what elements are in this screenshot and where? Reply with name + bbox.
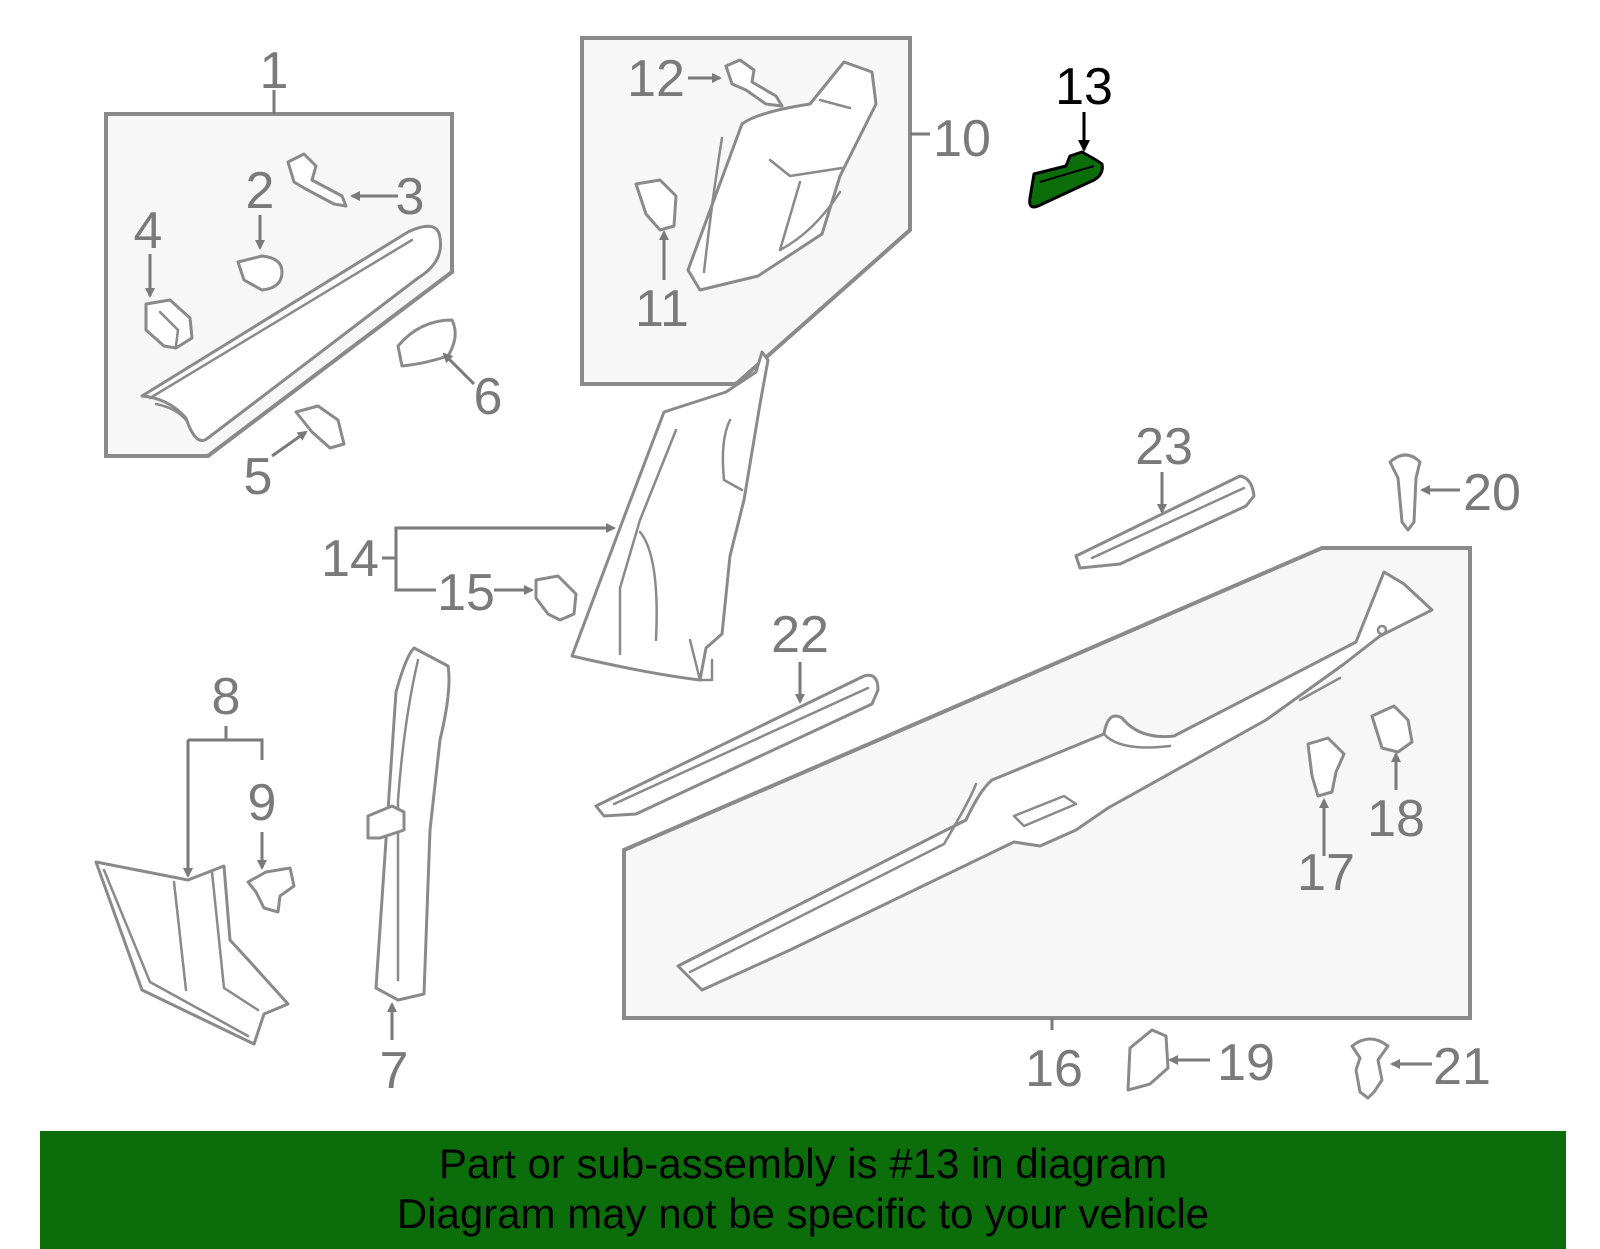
bolt-20 xyxy=(1388,453,1422,532)
pillar-trim-7 xyxy=(374,646,451,1002)
trim-7-clip xyxy=(366,804,406,840)
clip-19 xyxy=(1126,1028,1170,1092)
callout-6: 6 xyxy=(474,368,503,426)
cap-6 xyxy=(396,318,457,368)
clip-15 xyxy=(534,574,578,622)
group-10: 10 11 12 xyxy=(580,36,991,386)
clip-17 xyxy=(1306,736,1346,798)
upper-pillar-trim-10 xyxy=(686,60,878,292)
bolt-12 xyxy=(724,58,784,108)
callout-5: 5 xyxy=(244,448,273,506)
screw-3 xyxy=(286,152,348,208)
highlighted-part-13[interactable] xyxy=(1028,150,1104,209)
group-20: 20 xyxy=(1388,453,1521,532)
callout-21: 21 xyxy=(1433,1038,1491,1096)
callout-13: 13 xyxy=(1055,58,1113,116)
group-22: 22 xyxy=(594,606,880,818)
callout-19: 19 xyxy=(1217,1034,1275,1092)
group-13: 13 xyxy=(1028,58,1113,209)
retainer-4 xyxy=(144,298,194,350)
clip-2 xyxy=(236,254,284,292)
callout-17: 17 xyxy=(1297,844,1355,902)
info-banner: Part or sub-assembly is #13 in diagram D… xyxy=(40,1131,1566,1249)
callout-9: 9 xyxy=(248,774,277,832)
lower-pillar-trim-14 xyxy=(570,350,770,682)
callout-14: 14 xyxy=(321,530,379,588)
callout-18: 18 xyxy=(1367,790,1425,848)
callout-10: 10 xyxy=(933,110,991,168)
callout-23: 23 xyxy=(1135,418,1193,476)
group-7: 7 xyxy=(366,646,451,1100)
callout-8: 8 xyxy=(212,668,241,726)
group-8: 8 9 xyxy=(94,668,296,1046)
group-6: 6 xyxy=(396,318,503,426)
group-1: 1 2 3 4 5 xyxy=(104,42,454,506)
a-pillar-trim xyxy=(140,224,443,442)
callout-7: 7 xyxy=(380,1042,409,1100)
clip-18 xyxy=(1370,704,1414,754)
callout-4: 4 xyxy=(134,202,163,260)
clip-11 xyxy=(634,178,678,232)
push-clip-21 xyxy=(1350,1037,1390,1100)
group-23: 23 xyxy=(1074,418,1256,570)
clip-9 xyxy=(246,866,296,914)
banner-line-2: Diagram may not be specific to your vehi… xyxy=(396,1190,1210,1237)
callout-2: 2 xyxy=(246,162,275,220)
clip-5 xyxy=(294,404,346,450)
rocker-trim-16 xyxy=(676,570,1434,992)
banner-line-1: Part or sub-assembly is #13 in diagram xyxy=(438,1140,1168,1187)
group-19: 19 xyxy=(1126,1028,1275,1092)
callout-1: 1 xyxy=(260,42,289,100)
callout-22: 22 xyxy=(771,606,829,664)
callout-15: 15 xyxy=(437,564,495,622)
group-21: 21 xyxy=(1350,1037,1491,1100)
group-14: 14 15 xyxy=(321,350,770,682)
callout-12: 12 xyxy=(627,50,685,108)
callout-3: 3 xyxy=(396,168,425,226)
callout-20: 20 xyxy=(1463,464,1521,522)
callout-16: 16 xyxy=(1025,1040,1083,1098)
callout-11: 11 xyxy=(635,280,689,338)
group-16: 16 17 18 xyxy=(622,546,1472,1098)
